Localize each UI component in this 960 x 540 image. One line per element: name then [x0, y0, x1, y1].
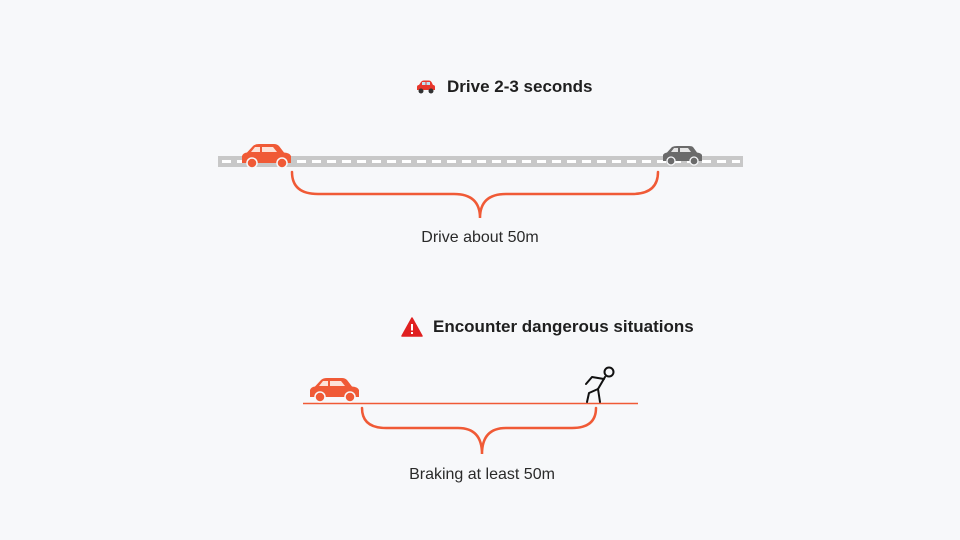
- distance-brace-bottom: [360, 406, 598, 455]
- distance-brace-top: [290, 170, 660, 219]
- danger-heading: Encounter dangerous situations: [401, 317, 694, 337]
- road: [218, 156, 743, 167]
- braking-distance-label: Braking at least 50m: [409, 466, 555, 483]
- danger-heading-text: Encounter dangerous situations: [433, 317, 694, 336]
- drive-heading-text: Drive 2-3 seconds: [447, 77, 593, 96]
- braking-car-icon: [310, 378, 359, 403]
- red-car-icon: [415, 79, 437, 95]
- warning-triangle-icon: [401, 317, 423, 337]
- drive-distance-label: Drive about 50m: [421, 229, 539, 246]
- falling-pedestrian-icon: [585, 366, 615, 403]
- far-car-icon: [663, 146, 702, 166]
- drive-heading: Drive 2-3 seconds: [415, 77, 593, 97]
- lead-car-icon: [242, 144, 291, 169]
